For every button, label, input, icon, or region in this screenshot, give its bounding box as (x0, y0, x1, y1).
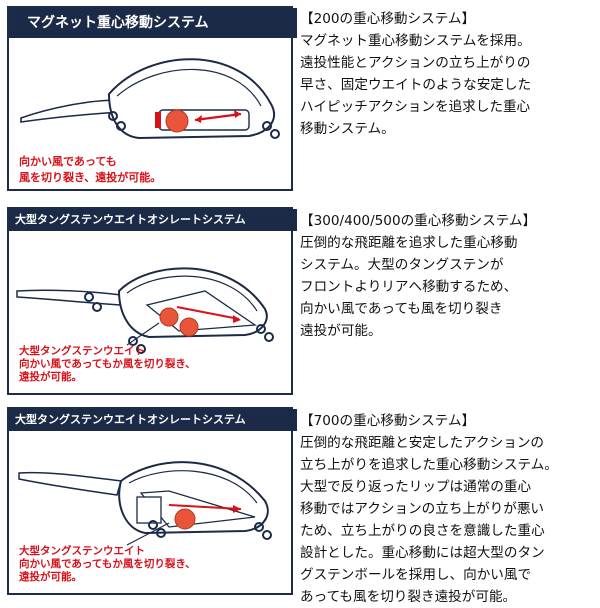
description-title: 【300/400/500の重心移動システム】 (300, 213, 537, 229)
description-line: 移動ではアクションの立ち上がりが悪い (300, 501, 545, 517)
description-line: 移動システム。 (300, 121, 395, 137)
description-line: 早さ、固定ウエイトのような安定した (300, 77, 532, 93)
description-line: グステンボールを採用し、向かい風で (300, 567, 532, 583)
description-700: 【700の重心移動システム】 圧倒的な飛距離と安定したアクションの 立ち上がりを… (300, 410, 598, 608)
description-line: 遠投性能とアクションの立ち上がりの (300, 55, 531, 71)
panel-caption: 向かい風であっても 風を切り裂き、遠投が可能。 (19, 155, 162, 184)
description-line: ハイピッチアクションを追求した重心 (300, 99, 531, 115)
description-line: 遠投が可能。 (300, 323, 382, 339)
description-300-500: 【300/400/500の重心移動システム】 圧倒的な飛距離を追求した重心移動 … (300, 210, 598, 342)
description-200: 【200の重心移動システム】 マグネット重心移動システムを採用。 遠投性能とアク… (300, 8, 598, 140)
description-line: 設計とした。重心移動には超大型のタン (300, 545, 545, 561)
lure-diagram-oscillate (16, 267, 274, 354)
description-line: フロントよりリアへ移動するため、 (300, 279, 518, 295)
weight-ball (165, 109, 189, 133)
description-line: 圧倒的な飛距離を追求した重心移動 (300, 235, 518, 251)
panel-header: マグネット重心移動システム (9, 8, 297, 38)
description-line: ため、立ち上がりの良さを意識した重心 (300, 523, 545, 539)
weight-ball (179, 317, 199, 337)
diagram-panel-oscillate-300: 大型タングステンウエイトオシレートシステム 大型タングステンウエイト 向かい風で… (7, 207, 297, 395)
description-line: システム。大型のタングステンが (300, 257, 504, 273)
description-line: 大型で反り返ったリップは通常の重心 (300, 479, 532, 495)
panel-caption: 大型タングステンウエイト 向かい風であってもか風を切り裂き、 遠投が可能。 (19, 345, 196, 383)
diagram-panel-magnet: マグネット重心移動システム 向かい風であっても 風を切り裂き、遠投が可能。 (7, 6, 297, 191)
lure-diagram-magnet (20, 58, 280, 140)
weight-ball (174, 508, 196, 530)
description-line: 圧倒的な飛距離と安定したアクションの (300, 435, 545, 451)
panel-header: 大型タングステンウエイトオシレートシステム (9, 209, 297, 231)
description-line: 立ち上がりを追求した重心移動システム。 (300, 457, 558, 473)
diagram-panel-oscillate-700: 大型タングステンウエイトオシレートシステム 大型タングステンウエイト 向かい風で… (7, 407, 297, 595)
description-line: あっても風を切り裂き遠投が可能。 (300, 589, 517, 605)
description-line: マグネット重心移動システムを採用。 (300, 33, 531, 49)
description-title: 【200の重心移動システム】 (300, 11, 476, 27)
description-line: 向かい風であっても風を切り裂き (300, 301, 503, 317)
panel-caption: 大型タングステンウエイト 向かい風であってもか風を切り裂き、 遠投が可能。 (19, 545, 196, 583)
description-title: 【700の重心移動システム】 (300, 413, 476, 429)
lure-diagram-oscillate-large (18, 461, 272, 546)
panel-header: 大型タングステンウエイトオシレートシステム (9, 409, 297, 431)
weight-ball (159, 307, 179, 327)
